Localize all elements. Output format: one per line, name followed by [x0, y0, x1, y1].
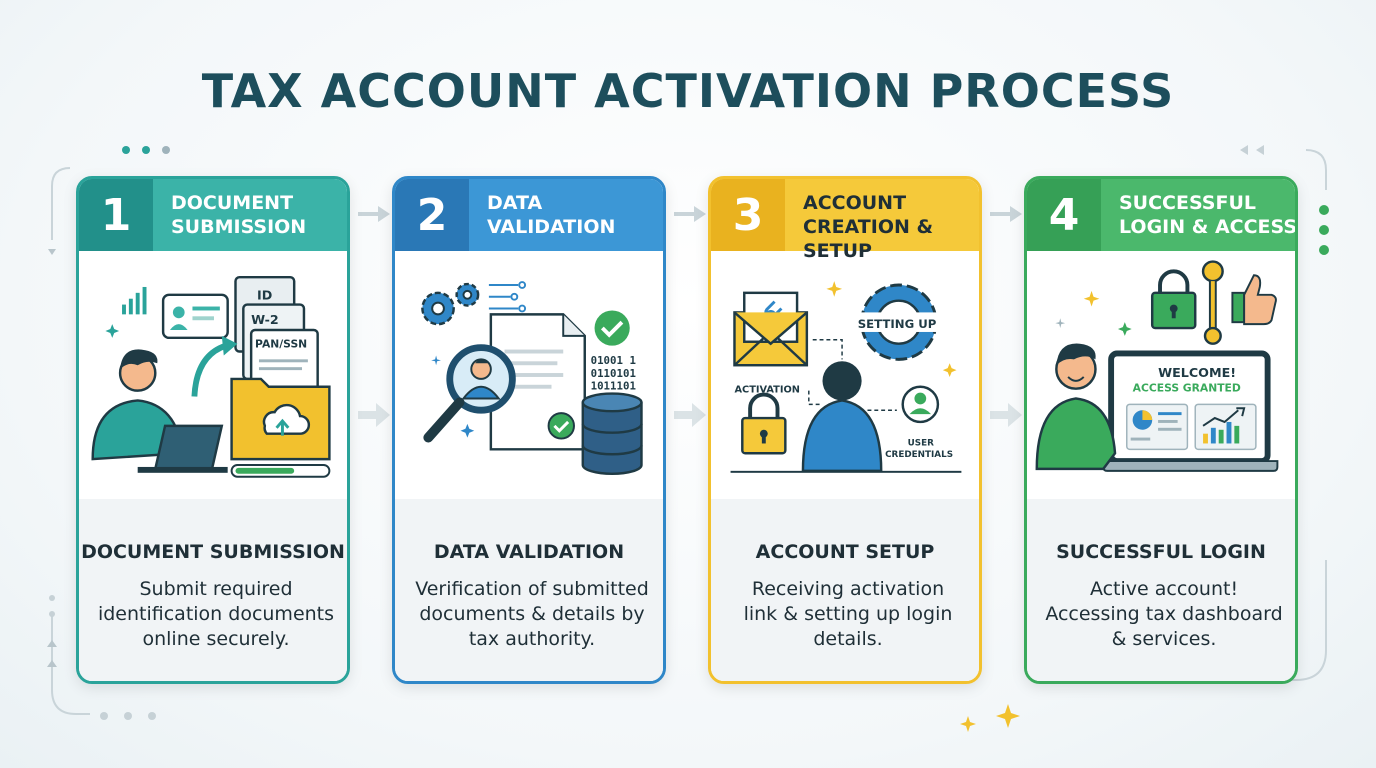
step-subtitle: SUCCESSFUL LOGIN	[1056, 541, 1266, 563]
step-description: Verification of submitted documents & de…	[415, 578, 649, 650]
arrow-icon	[990, 403, 1022, 427]
arrow-icon	[674, 206, 706, 222]
arrow-icon	[674, 403, 706, 427]
step-header: 1 DOCUMENT SUBMISSION	[79, 179, 347, 251]
access-granted-text: ACCESS GRANTED	[1133, 382, 1241, 395]
account-setup-illustration: ACTIVATION SETTING UP USER CREDENTIALS	[730, 281, 962, 473]
binary-line: 0110101	[591, 367, 636, 380]
step-description: Active account! Accessing tax dashboard …	[1045, 578, 1283, 650]
doc-label-w2: W-2	[251, 312, 279, 327]
doc-label-pan-ssn: PAN/SSN	[255, 338, 307, 351]
arrow-icon	[990, 206, 1022, 222]
successful-login-illustration: WELCOME! ACCESS GRANTED	[1035, 260, 1279, 472]
step-subtitle: DATA VALIDATION	[433, 541, 625, 563]
step-description-panel: ACCOUNT SETUP Receiving activation link …	[711, 499, 979, 681]
user-label: USER	[908, 438, 934, 448]
doc-label-id: ID	[257, 288, 272, 303]
page-title: TAX ACCOUNT ACTIVATION PROCESS	[201, 64, 1175, 118]
arrow-icon	[358, 206, 390, 222]
step-number: 1	[79, 179, 153, 251]
binary-line: 1011101	[591, 380, 636, 393]
welcome-text: WELCOME!	[1158, 365, 1236, 380]
step-card-3: 3 ACCOUNT CREATION & SETUP ACTIVATION SE…	[708, 176, 982, 684]
step-header: 4 SUCCESSFUL LOGIN & ACCESS	[1027, 179, 1295, 251]
setting-up-label: SETTING UP	[858, 317, 937, 331]
step-header: 3 ACCOUNT CREATION & SETUP	[711, 179, 979, 262]
step-header: 2 DATA VALIDATION	[395, 179, 663, 251]
step-description-panel: DATA VALIDATION Verification of submitte…	[395, 499, 663, 681]
step-number: 2	[395, 179, 469, 251]
credentials-label: CREDENTIALS	[885, 450, 953, 460]
activation-label: ACTIVATION	[734, 385, 799, 396]
step-description-panel: SUCCESSFUL LOGIN Active account! Accessi…	[1027, 499, 1295, 681]
step-header-title: DOCUMENT SUBMISSION	[171, 192, 307, 238]
step-description: Submit required identification documents…	[97, 578, 335, 650]
step-card-1: 1 DOCUMENT SUBMISSION ID W-2 PAN/SSN	[76, 176, 350, 684]
binary-line: 01001 1	[591, 354, 636, 367]
step-description: Receiving activation link & setting up l…	[743, 578, 953, 650]
arrow-icon	[358, 403, 390, 427]
step-subtitle: DOCUMENT SUBMISSION	[81, 541, 345, 563]
step-subtitle: ACCOUNT SETUP	[755, 541, 935, 563]
step-number: 3	[711, 179, 785, 251]
step-header-title: SUCCESSFUL LOGIN & ACCESS	[1119, 192, 1298, 238]
step-header-title: ACCOUNT CREATION & SETUP	[803, 192, 934, 262]
step-card-4: 4 SUCCESSFUL LOGIN & ACCESS WELCOME! ACC…	[1024, 176, 1298, 684]
data-validation-illustration: 01001 1 0110101 1011101	[421, 281, 643, 475]
document-submission-illustration: ID W-2 PAN/SSN	[91, 275, 331, 478]
step-number: 4	[1027, 179, 1101, 251]
step-header-title: DATA VALIDATION	[487, 192, 616, 238]
step-description-panel: DOCUMENT SUBMISSION Submit required iden…	[79, 499, 347, 681]
step-card-2: 2 DATA VALIDATION 01001 1 0110101 101110…	[392, 176, 666, 684]
